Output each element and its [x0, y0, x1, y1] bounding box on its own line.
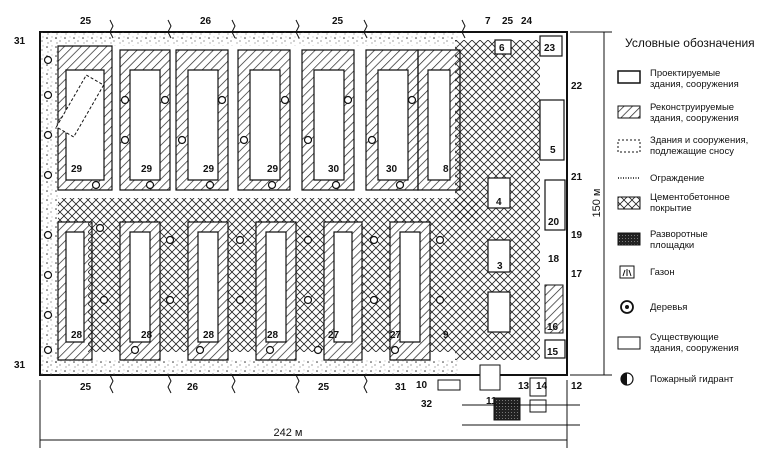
- callout-label: 8: [443, 164, 449, 175]
- callout-label: 30: [328, 164, 340, 175]
- callout-label: 25: [502, 16, 514, 27]
- concrete-road-middle: [58, 198, 478, 222]
- callout-label: 18: [548, 254, 560, 265]
- callout-label: 15: [547, 347, 559, 358]
- concrete-lower-1: [88, 222, 120, 352]
- lawn-strip-top: [40, 32, 460, 46]
- callout-label: 13: [518, 381, 530, 392]
- callout-label: 28: [71, 330, 83, 341]
- callout-label: 6: [499, 43, 505, 54]
- height-dimension-label: 150 м: [591, 189, 603, 218]
- callout-label: 26: [200, 16, 212, 27]
- callout-label: 14: [536, 381, 548, 392]
- callout-label: 11: [486, 396, 497, 407]
- dimension-lines: [39, 31, 612, 448]
- right-side-buildings: [487, 35, 566, 359]
- callout-label: 24: [521, 16, 533, 27]
- lawn-strip-bottom: [40, 360, 460, 375]
- callout-label: 31: [14, 36, 26, 47]
- callout-label: 31: [395, 382, 407, 393]
- callout-label: 22: [571, 81, 583, 92]
- callout-label: 19: [571, 230, 583, 241]
- legend-label: Пожарный гидрант: [650, 374, 734, 385]
- legend-label: Газон: [650, 267, 675, 278]
- callout-labels: 25 26 25 7 25 24 31 6 23 22 29 29 29 29 …: [14, 16, 583, 410]
- callout-label: 3: [497, 261, 503, 272]
- fence-gates: [109, 19, 466, 394]
- callout-label: 28: [203, 330, 215, 341]
- legend-swatch-turnaround: [617, 232, 641, 246]
- legend-title: Условные обозначения: [625, 36, 755, 50]
- callout-label: 16: [547, 322, 559, 333]
- callout-label: 25: [332, 16, 344, 27]
- legend-swatch-concrete: [617, 196, 641, 210]
- callout-label: 9: [443, 330, 449, 341]
- callout-label: 31: [14, 360, 26, 371]
- legend-label: Деревья: [650, 302, 687, 313]
- turnaround-pad: [493, 397, 521, 421]
- callout-label: 5: [550, 145, 556, 156]
- tree-icon-center: [625, 305, 629, 309]
- reconstructed-building-16: [544, 284, 564, 334]
- trees: [43, 55, 445, 355]
- callout-label: 30: [386, 164, 398, 175]
- callout-label: 4: [496, 197, 502, 208]
- callout-label: 7: [485, 16, 491, 27]
- callout-label: 20: [548, 217, 560, 228]
- concrete-lower-6: [430, 222, 455, 352]
- concrete-lower-4: [296, 222, 324, 352]
- callout-label: 17: [571, 269, 583, 280]
- callout-label: 27: [328, 330, 340, 341]
- legend-swatch-demolish: [617, 139, 641, 153]
- legend-label: Ограждение: [650, 173, 704, 184]
- width-dimension-label: 242 м: [274, 427, 303, 439]
- callout-label: 29: [71, 164, 83, 175]
- legend-label: Здания и сооружения,подлежащие сносу: [650, 135, 748, 157]
- callout-label: 12: [571, 381, 583, 392]
- entrance-area: [437, 364, 547, 413]
- callout-label: 23: [544, 43, 556, 54]
- legend-swatch-existing: [617, 336, 641, 350]
- callout-label: 10: [416, 380, 428, 391]
- hydrant-icon-half: [621, 373, 627, 385]
- building-to-demolish: [55, 74, 105, 138]
- concrete-lower-3: [228, 222, 256, 352]
- upper-building-row: [57, 45, 461, 191]
- callout-label: 27: [390, 330, 402, 341]
- callout-label: 28: [267, 330, 279, 341]
- concrete-lower-5: [362, 222, 390, 352]
- lawn-strip-left: [40, 32, 58, 375]
- legend-swatch-projected: [617, 70, 641, 84]
- callout-label: 25: [318, 382, 330, 393]
- callout-label: 25: [80, 16, 92, 27]
- callout-label: 26: [187, 382, 199, 393]
- lower-building-row: [57, 221, 431, 361]
- callout-label: 29: [267, 164, 279, 175]
- lawn-icon: [622, 269, 632, 277]
- callout-label: 28: [141, 330, 153, 341]
- legend-swatch-reconstructed: [617, 105, 641, 119]
- callout-label: 32: [421, 399, 433, 410]
- callout-label: 25: [80, 382, 92, 393]
- callout-label: 29: [203, 164, 215, 175]
- entrance-road: [462, 404, 580, 426]
- callout-label: 29: [141, 164, 153, 175]
- concrete-lower-2: [160, 222, 188, 352]
- callout-label: 21: [571, 172, 583, 183]
